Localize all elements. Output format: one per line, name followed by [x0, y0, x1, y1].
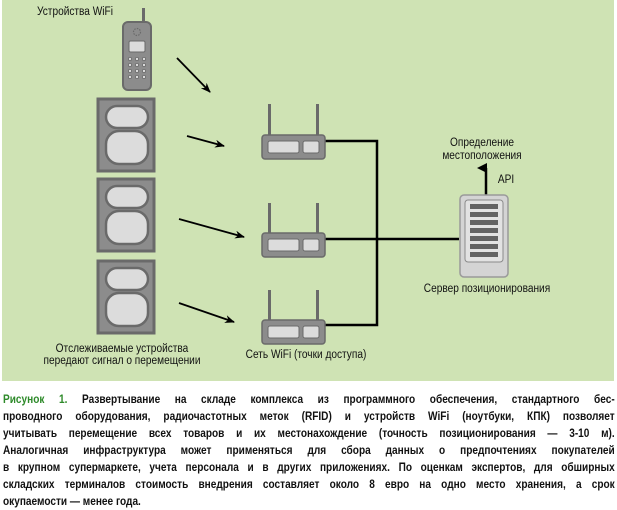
- caption-line: в крупном супермаркете, учета персонала …: [3, 460, 615, 474]
- wifi-network-label: Сеть WiFi (точки доступа): [245, 349, 367, 361]
- signal-arrow: [178, 302, 235, 323]
- wifi-devices-label: Устройства WiFi: [36, 6, 113, 18]
- caption-line: проводного оборудования, радиочастотных …: [3, 409, 615, 423]
- tracked-devices-label-line2: передают сигнал о перемещении: [43, 355, 201, 367]
- caption-line: Аналогичная инфраструктура может применя…: [3, 443, 615, 457]
- rfid-tag-icon: [96, 97, 156, 173]
- figure-caption: Рисунок 1. Развертывание на складе компл…: [3, 391, 615, 510]
- location-label-line1: Определение: [450, 137, 514, 149]
- tracked-devices-label-line1: Отслеживаемые устройства: [55, 343, 189, 355]
- rfid-tag-icon: [96, 177, 156, 253]
- location-label-line2: местоположения: [442, 150, 522, 162]
- figure-label: Рисунок 1.: [3, 392, 68, 406]
- server-label: Сервер позиционирования: [423, 283, 551, 295]
- caption-line: окупаемости — менее года.: [3, 494, 141, 508]
- server-icon: [459, 194, 509, 278]
- caption-text: Развертывание на складе комплекса из про…: [67, 392, 615, 406]
- signal-arrow: [176, 57, 211, 93]
- api-label: API: [497, 174, 515, 186]
- signal-arrow: [186, 135, 225, 148]
- caption-line: Рисунок 1. Развертывание на складе компл…: [3, 391, 615, 408]
- network-wiring: [324, 139, 459, 327]
- caption-line: складских терминалов стоимость внедрения…: [3, 477, 615, 491]
- wifi-access-point-icon: [261, 104, 326, 160]
- wifi-access-point-icon: [261, 290, 326, 345]
- wifi-access-point-icon: [261, 203, 326, 258]
- signal-arrow: [178, 218, 245, 239]
- caption-line: учитывать перемещение всех товаров и их …: [3, 426, 615, 440]
- deployment-diagram: Устройства WiFi Отслеживаемые устройства…: [2, 0, 614, 381]
- rfid-tag-icon: [96, 259, 156, 335]
- mobile-phone-icon: [122, 8, 152, 91]
- diagram-graphics: [96, 8, 509, 345]
